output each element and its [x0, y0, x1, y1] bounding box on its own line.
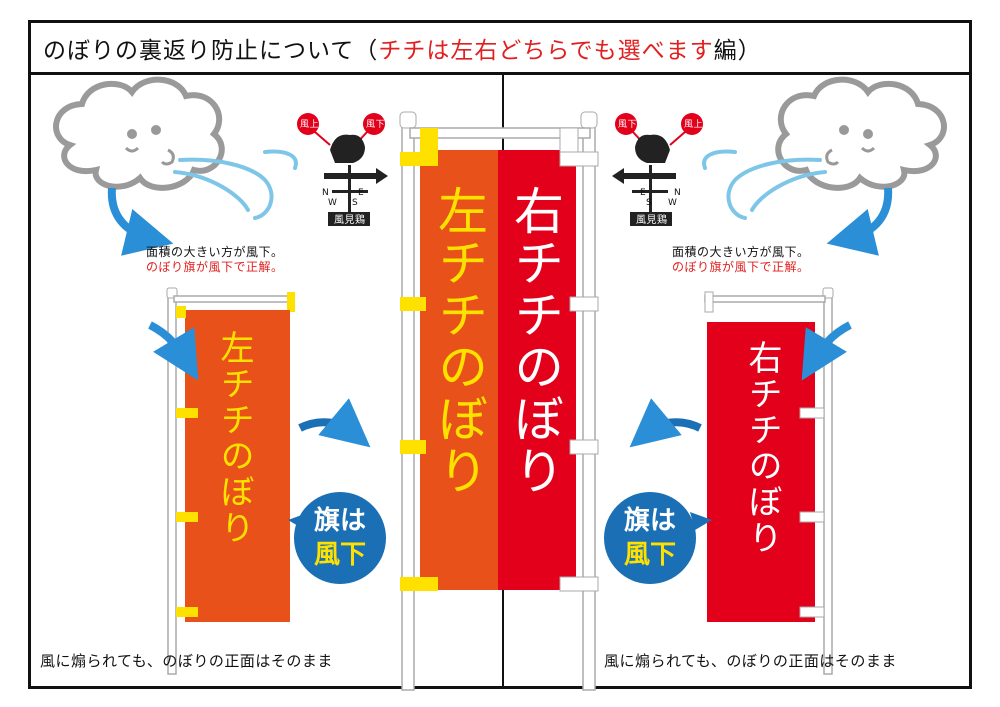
cloud-eye-right [151, 125, 161, 135]
rooster-icon [330, 134, 365, 163]
note-right-line2: のぼり旗が風下で正解。 [672, 260, 810, 274]
wind-arrow-left-banner [148, 321, 199, 381]
vane-plate-left: 風見鶏 [334, 215, 366, 226]
note-right: 面積の大きい方が風下。 のぼり旗が風下で正解。 [672, 245, 810, 275]
leeward-bubble-right [604, 492, 712, 584]
center-banners [399, 111, 599, 691]
left-banner [166, 287, 295, 675]
wind-cloud-left [53, 76, 225, 191]
bubble-left-line1: 旗は [313, 506, 366, 536]
title-suffix: 編） [713, 37, 762, 64]
right-banner-text: 右チチのぼり [742, 340, 782, 556]
bubble-right-line1: 旗は [623, 506, 676, 536]
vane-tag-windward-left: 風上 [300, 120, 320, 130]
wind-cloud-right [775, 76, 947, 191]
direction-arrow-left [298, 398, 371, 448]
caption-right: 風に煽られても、のぼりの正面はそのまま [604, 652, 897, 670]
side-chichi-2 [176, 512, 198, 522]
center-banner-left [420, 150, 498, 590]
wind-arrow-right-banner [801, 321, 852, 381]
wind-lines-right [702, 149, 827, 220]
top-chichi-right [287, 292, 295, 312]
vane-tag-windward [297, 113, 319, 135]
compass-s-left: S [352, 198, 359, 208]
side-chichi-1 [176, 408, 198, 418]
compass-s-right: S [646, 198, 653, 208]
center-left-text: 左チチのぼり [430, 185, 488, 497]
center-banner-right [498, 150, 576, 590]
side-chichi-3 [176, 607, 198, 617]
rooster-icon-right [635, 134, 670, 163]
wind-arrow-down-left [107, 187, 174, 256]
note-left: 面積の大きい方が風下。 のぼり旗が風下で正解。 [146, 245, 284, 275]
vane-plate-right: 風見鶏 [636, 215, 668, 226]
cloud-eye-left [127, 129, 137, 139]
vane-tag-2-right: 風上 [684, 120, 704, 130]
weather-vane-right [612, 113, 703, 226]
leeward-bubble-left [288, 492, 386, 584]
compass-n-left: N [322, 188, 330, 198]
left-banner-cloth [185, 310, 290, 622]
note-left-line2: のぼり旗が風下で正解。 [146, 260, 284, 274]
title-main: のぼりの裏返り防止について（ [43, 37, 379, 64]
compass-n-right: N [674, 188, 682, 198]
compass-e-right: E [640, 188, 647, 198]
center-pole-right [582, 119, 596, 691]
weather-vane-left [297, 113, 388, 226]
center-pole-left [401, 119, 415, 691]
note-right-line1: 面積の大きい方が風下。 [672, 245, 810, 259]
vane-plate [328, 212, 370, 226]
right-banner [704, 287, 834, 675]
compass-w-left: W [328, 198, 338, 208]
bubble-right-text: 旗は 風下 [610, 504, 690, 572]
page-title: のぼりの裏返り防止について（チチは左右どちらでも選べます編） [31, 23, 969, 75]
bubble-left-line2: 風下 [313, 540, 366, 570]
compass-e-left: E [358, 188, 365, 198]
title-highlight: チチは左右どちらでも選べます [378, 37, 714, 64]
left-banner-text: 左チチのぼり [214, 330, 254, 546]
wind-lines-left [173, 149, 298, 220]
caption-left: 風に煽られても、のぼりの正面はそのまま [40, 652, 333, 670]
banner-pole-left [167, 293, 177, 675]
bubble-left-text: 旗は 風下 [300, 504, 380, 572]
bubble-right-line2: 風下 [623, 540, 676, 570]
center-right-text: 右チチのぼり [506, 185, 564, 497]
vane-tag-leeward [363, 113, 385, 135]
vane-tag-leeward-left: 風下 [366, 120, 386, 130]
right-banner-cloth [707, 322, 815, 622]
vane-tag-1-right: 風下 [618, 120, 638, 130]
direction-arrow-right [629, 398, 702, 448]
note-left-line1: 面積の大きい方が風下。 [146, 245, 284, 259]
compass-w-right: W [668, 198, 678, 208]
wind-arrow-down-right [826, 187, 893, 256]
